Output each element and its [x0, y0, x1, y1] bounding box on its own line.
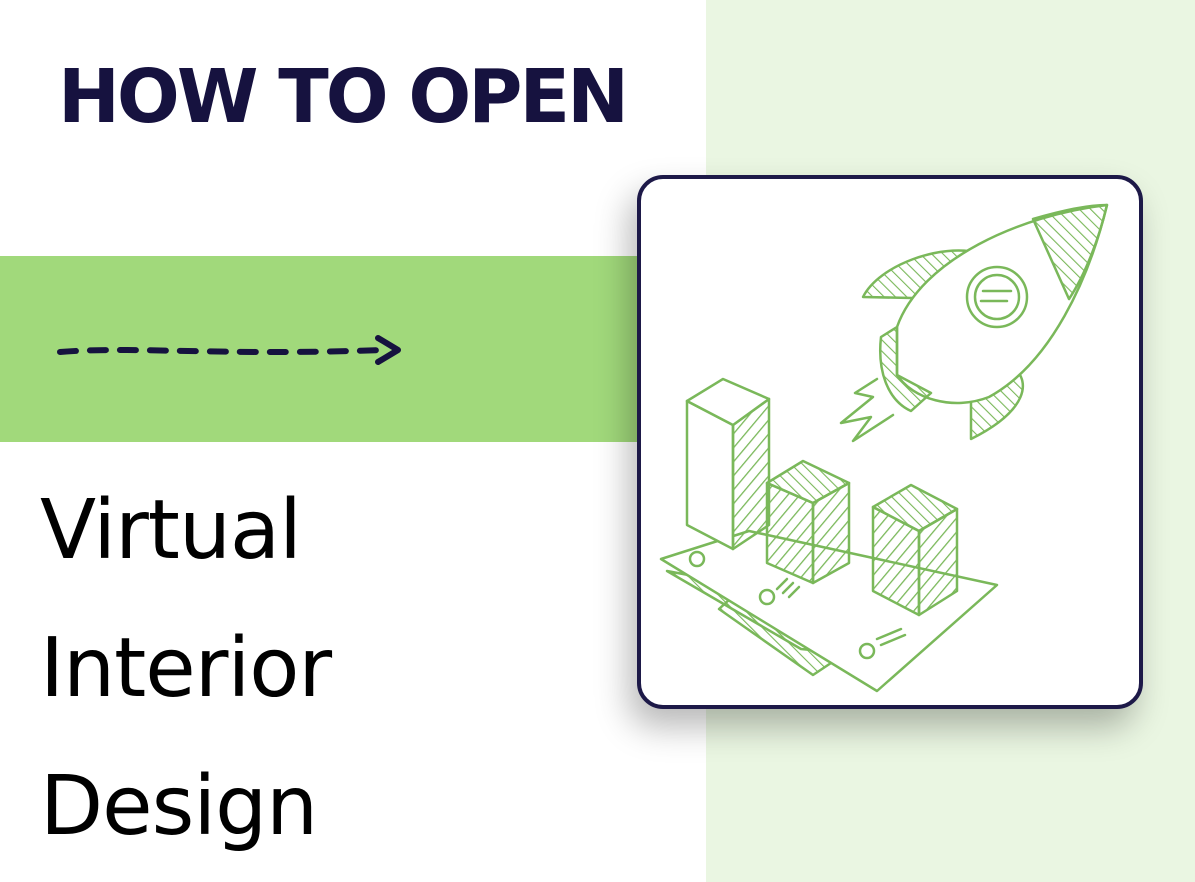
rocket-icon — [839, 203, 1109, 443]
dashed-arrow-icon — [57, 335, 401, 365]
illustration-card — [637, 175, 1143, 709]
bar-medium-icon — [765, 459, 851, 585]
bar-right-icon — [871, 483, 959, 617]
heading: HOW TO OPEN — [58, 54, 629, 140]
title-line-3: Design — [40, 759, 318, 854]
rocket-growth-illustration — [659, 203, 1109, 693]
title-line-2: Interior — [40, 621, 332, 716]
title-line-1: Virtual — [40, 483, 302, 578]
bar-tall-icon — [685, 377, 771, 551]
